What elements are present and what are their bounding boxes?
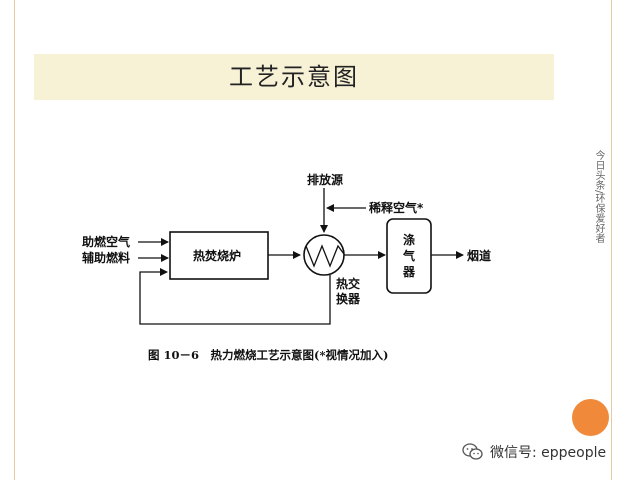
slide-title: 工艺示意图 bbox=[229, 63, 359, 91]
title-band bbox=[34, 54, 554, 100]
heat-exchanger-coil bbox=[305, 244, 345, 268]
heat-exchanger-label-line2: 换器 bbox=[336, 291, 361, 306]
emission-source-label: 排放源 bbox=[307, 172, 343, 187]
scrubber-label-1: 涤 bbox=[403, 232, 415, 247]
auxiliary-fuel-label: 辅助燃料 bbox=[82, 250, 130, 265]
figure-caption: 图 10－6 热力燃烧工艺示意图(*视情况加入) bbox=[148, 348, 388, 362]
accent-circle bbox=[572, 399, 609, 436]
wechat-text: 微信号: eppeople bbox=[490, 445, 607, 461]
wechat-watermark: 微信号: eppeople bbox=[462, 440, 606, 464]
combustion-air-label: 助燃空气 bbox=[82, 234, 130, 249]
scrubber-label-2: 气 bbox=[402, 248, 415, 263]
wechat-icon bbox=[462, 443, 483, 460]
scrubber-box bbox=[386, 218, 432, 294]
incinerator-box bbox=[169, 231, 269, 280]
side-watermark: 今日头条/环保爱好者 bbox=[593, 150, 604, 244]
stack-label: 烟道 bbox=[467, 248, 491, 263]
recycle-loop-line bbox=[139, 268, 331, 325]
incinerator-label: 热焚烧炉 bbox=[193, 248, 241, 263]
scrubber-label-3: 器 bbox=[402, 265, 416, 279]
heat-exchanger-label-line1: 热交 bbox=[336, 276, 360, 291]
dilution-air-label: 稀释空气* bbox=[369, 200, 424, 215]
